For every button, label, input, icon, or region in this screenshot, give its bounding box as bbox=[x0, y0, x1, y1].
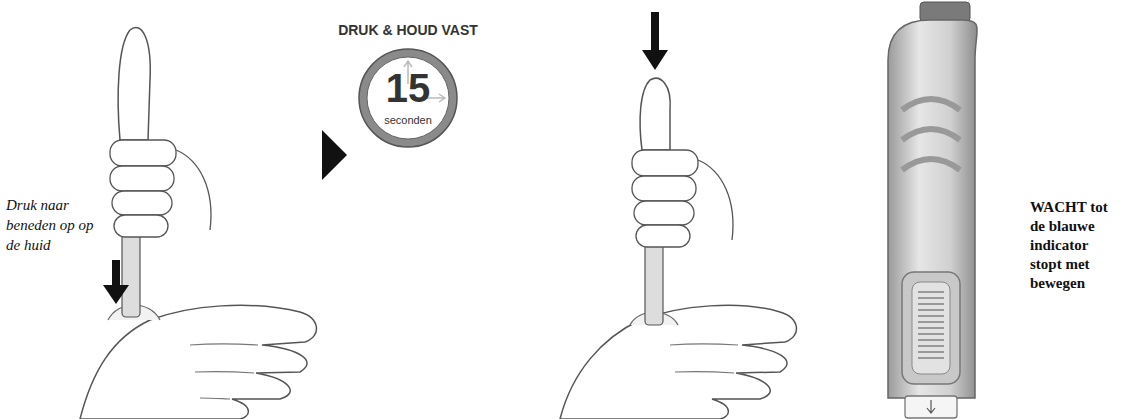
finger bbox=[110, 166, 174, 191]
step-triangle bbox=[322, 130, 347, 180]
wrist bbox=[176, 150, 211, 230]
finger bbox=[114, 215, 168, 237]
finger bbox=[112, 191, 172, 215]
finger-line bbox=[670, 344, 738, 373]
timer-badge: DRUK & HOUD VAST 15 seconden bbox=[323, 22, 493, 150]
pen-body bbox=[888, 20, 977, 398]
lower-hand bbox=[80, 305, 316, 419]
badge-heading: DRUK & HOUD VAST bbox=[323, 22, 493, 38]
push-arrow-shaft bbox=[112, 260, 120, 288]
indicator-stripes bbox=[918, 292, 944, 358]
finger bbox=[632, 150, 698, 176]
finger-line bbox=[190, 344, 258, 399]
pen-closeup bbox=[888, 2, 977, 418]
push-arrow-head bbox=[103, 285, 129, 304]
hand-scene bbox=[560, 12, 796, 419]
pen-grip bbox=[902, 99, 960, 170]
badge-number: 15 bbox=[323, 66, 493, 111]
finger bbox=[110, 140, 176, 166]
push-arrow-head bbox=[642, 50, 668, 70]
hand-scene bbox=[80, 27, 316, 419]
finger bbox=[634, 201, 694, 225]
push-arrow-shaft bbox=[651, 12, 659, 52]
thumb bbox=[118, 27, 150, 140]
lower-hand bbox=[560, 305, 796, 419]
pen-tip bbox=[905, 396, 957, 418]
pen-cap bbox=[920, 2, 970, 22]
thumb bbox=[640, 78, 670, 150]
finger bbox=[632, 176, 696, 201]
badge-unit: seconden bbox=[323, 114, 493, 126]
instruction-note: Druk naar beneden op op de huid bbox=[6, 195, 106, 255]
wait-note: WACHT tot de blauwe indicator stopt met … bbox=[1030, 198, 1116, 293]
indicator-window bbox=[902, 272, 960, 384]
indicator-window-inner bbox=[912, 282, 950, 374]
tip-arrow bbox=[927, 400, 935, 413]
wrist bbox=[698, 160, 733, 240]
finger bbox=[636, 225, 690, 247]
